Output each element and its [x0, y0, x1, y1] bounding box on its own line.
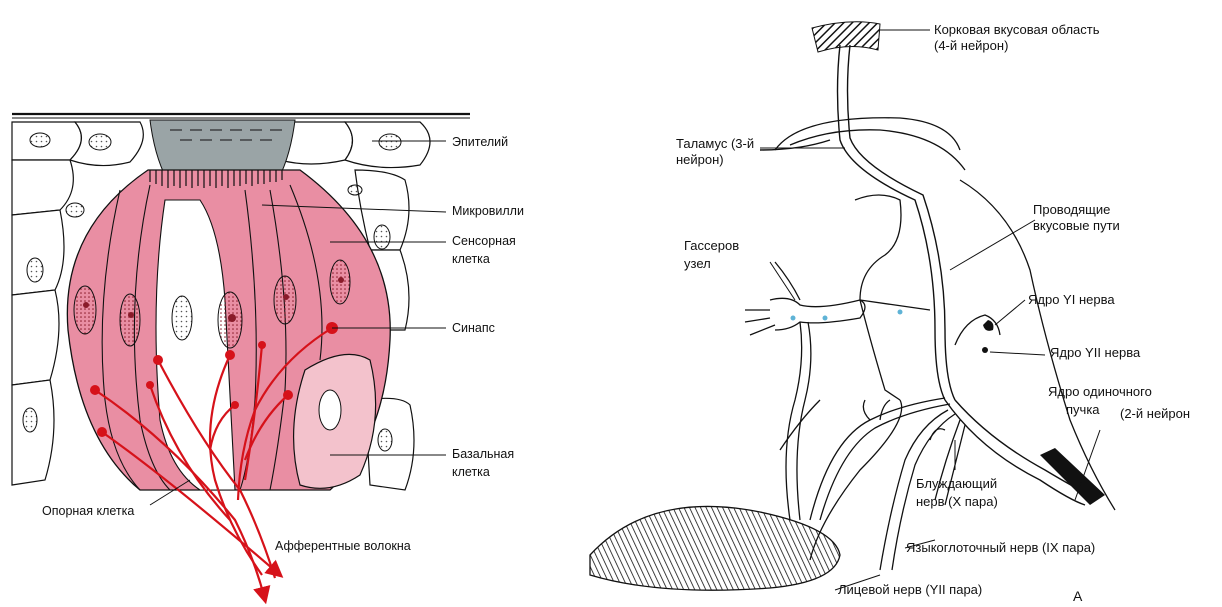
panel-letter: А	[1073, 588, 1082, 604]
label-microvilli: Микровилли	[452, 203, 524, 219]
gasser-accent	[791, 310, 903, 321]
nucleus-vii-dot	[982, 347, 988, 353]
label-nucleus-vi: Ядро YI нерва	[1028, 292, 1115, 308]
label-cortex-1: Корковая вкусовая область	[934, 22, 1099, 38]
label-pathways-2: вкусовые пути	[1033, 218, 1120, 234]
label-thalamus-1: Таламус (3-й	[676, 136, 754, 152]
label-gasser-1: Гассеров	[684, 238, 739, 254]
tongue	[590, 506, 840, 590]
gasserian-ganglion	[745, 262, 865, 520]
label-glossopharyngeal: Языкоглоточный нерв (IX пара)	[906, 540, 1095, 556]
label-nucleus-vii: Ядро YII нерва	[1050, 345, 1140, 361]
support-cell-nucleus	[172, 296, 192, 340]
taste-pathways	[760, 45, 1090, 505]
label-synapse: Синапс	[452, 320, 495, 336]
label-sensory-cell-2: клетка	[452, 251, 490, 267]
label-afferent-fibers: Афферентные волокна	[275, 538, 411, 554]
label-basal-cell-1: Базальная	[452, 446, 514, 462]
nucleus-vi	[955, 315, 1000, 345]
label-sensory-cell-1: Сенсорная	[452, 233, 516, 249]
label-solitary-1: Ядро одиночного	[1048, 384, 1152, 400]
label-support-cell: Опорная клетка	[42, 503, 134, 519]
label-pathways-1: Проводящие	[1033, 202, 1110, 218]
basal-cell-nucleus	[319, 390, 341, 430]
label-facial: Лицевой нерв (YII пара)	[838, 582, 982, 598]
cortical-taste-area	[812, 22, 880, 52]
label-basal-cell-2: клетка	[452, 464, 490, 480]
label-solitary-3: (2-й нейрон	[1120, 406, 1190, 422]
label-vagus-2: нерв (X пара)	[916, 494, 998, 510]
label-thalamus-2: нейрон)	[676, 152, 724, 168]
label-epithelium: Эпителий	[452, 134, 508, 150]
label-vagus-1: Блуждающий	[916, 476, 997, 492]
label-gasser-2: узел	[684, 256, 711, 272]
label-cortex-2: (4-й нейрон)	[934, 38, 1008, 54]
taste-bud-panel	[12, 114, 470, 600]
label-solitary-2: пучка	[1066, 402, 1100, 418]
nucleus-vi-mark	[983, 320, 993, 331]
